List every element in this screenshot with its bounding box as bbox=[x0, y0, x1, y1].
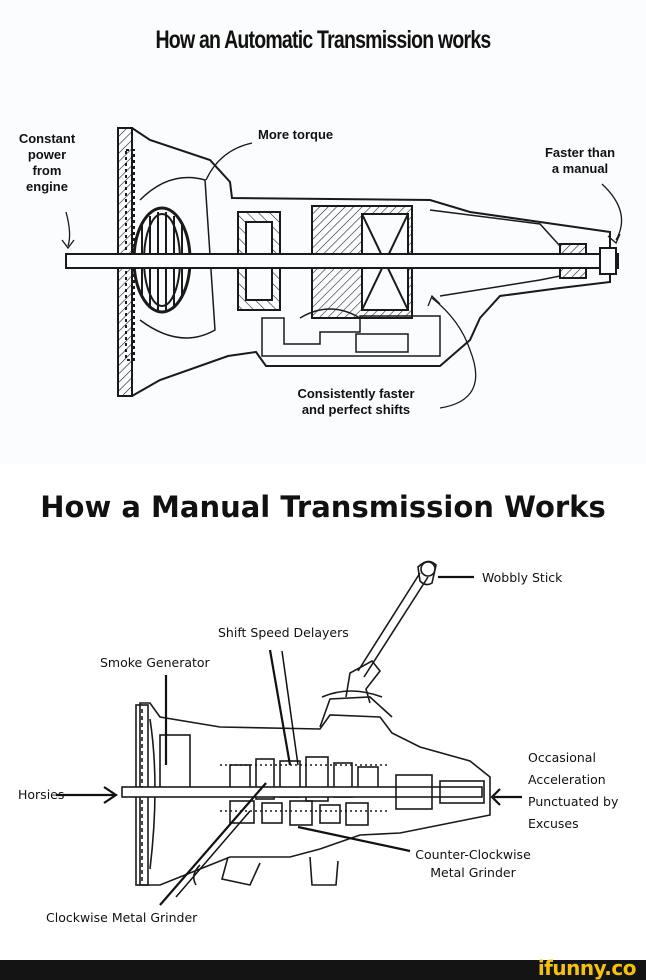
label-line: power bbox=[27, 147, 67, 162]
label-more-torque: More torque bbox=[258, 127, 334, 142]
label-line: Counter-Clockwise bbox=[415, 847, 531, 862]
label-line: Occasional bbox=[528, 750, 596, 765]
label-faster-than-manual: Faster than a manual bbox=[530, 145, 630, 177]
pointer-more-torque bbox=[205, 142, 253, 181]
label-line: and perfect shifts bbox=[301, 402, 411, 417]
watermark-bar: ifunny.co bbox=[0, 956, 646, 980]
label-wobbly-stick: Wobbly Stick bbox=[482, 570, 563, 585]
label-smoke-generator: Smoke Generator bbox=[100, 655, 210, 670]
label-horsies: Horsies bbox=[18, 787, 65, 802]
bell-housing bbox=[117, 127, 611, 397]
manual-title: How a Manual Transmission Works bbox=[40, 490, 606, 524]
label-line: engine bbox=[26, 179, 68, 194]
label-line: Consistently faster bbox=[297, 386, 415, 401]
pointer-counter-clockwise bbox=[297, 825, 411, 853]
label-consistent-shifts: Consistently faster and perfect shifts bbox=[276, 386, 436, 418]
ifunny-watermark: ifunny.co bbox=[537, 956, 637, 980]
manual-transmission-diagram bbox=[56, 560, 522, 906]
pointer-constant-power bbox=[65, 211, 71, 247]
automatic-transmission-diagram bbox=[61, 127, 623, 409]
label-line: from bbox=[32, 163, 62, 178]
automatic-transmission-panel: How an Automatic Transmission works bbox=[0, 0, 646, 465]
automatic-title: How an Automatic Transmission works bbox=[155, 26, 492, 54]
label-line: Punctuated by bbox=[528, 794, 619, 809]
label-occasional-acceleration: Occasional Acceleration Punctuated by Ex… bbox=[528, 747, 618, 835]
manual-transmission-panel: How a Manual Transmission Works bbox=[0, 465, 646, 960]
shifter-tower bbox=[319, 696, 393, 728]
label-line: Faster than bbox=[544, 145, 616, 160]
gear-stick bbox=[357, 572, 429, 678]
main-shaft bbox=[65, 253, 619, 269]
pointer-clockwise bbox=[159, 782, 267, 906]
label-clockwise-metal-grinder: Clockwise Metal Grinder bbox=[46, 910, 198, 925]
pointer-shifts bbox=[431, 297, 477, 409]
valve-body bbox=[261, 315, 441, 357]
input-shaft bbox=[121, 786, 483, 798]
label-constant-power: Constant power from engine bbox=[14, 131, 80, 195]
label-line: Acceleration bbox=[528, 772, 606, 787]
label-line: Excuses bbox=[528, 816, 579, 831]
label-line: a manual bbox=[551, 161, 609, 176]
label-line: Constant bbox=[18, 131, 76, 146]
label-counter-clockwise: Counter-Clockwise Metal Grinder bbox=[400, 846, 546, 882]
label-line: Metal Grinder bbox=[430, 865, 516, 880]
pointer-shift-speed bbox=[268, 649, 292, 766]
transmission-case bbox=[139, 702, 491, 886]
label-shift-speed-delayers: Shift Speed Delayers bbox=[218, 625, 349, 640]
pointer-faster bbox=[601, 183, 623, 241]
